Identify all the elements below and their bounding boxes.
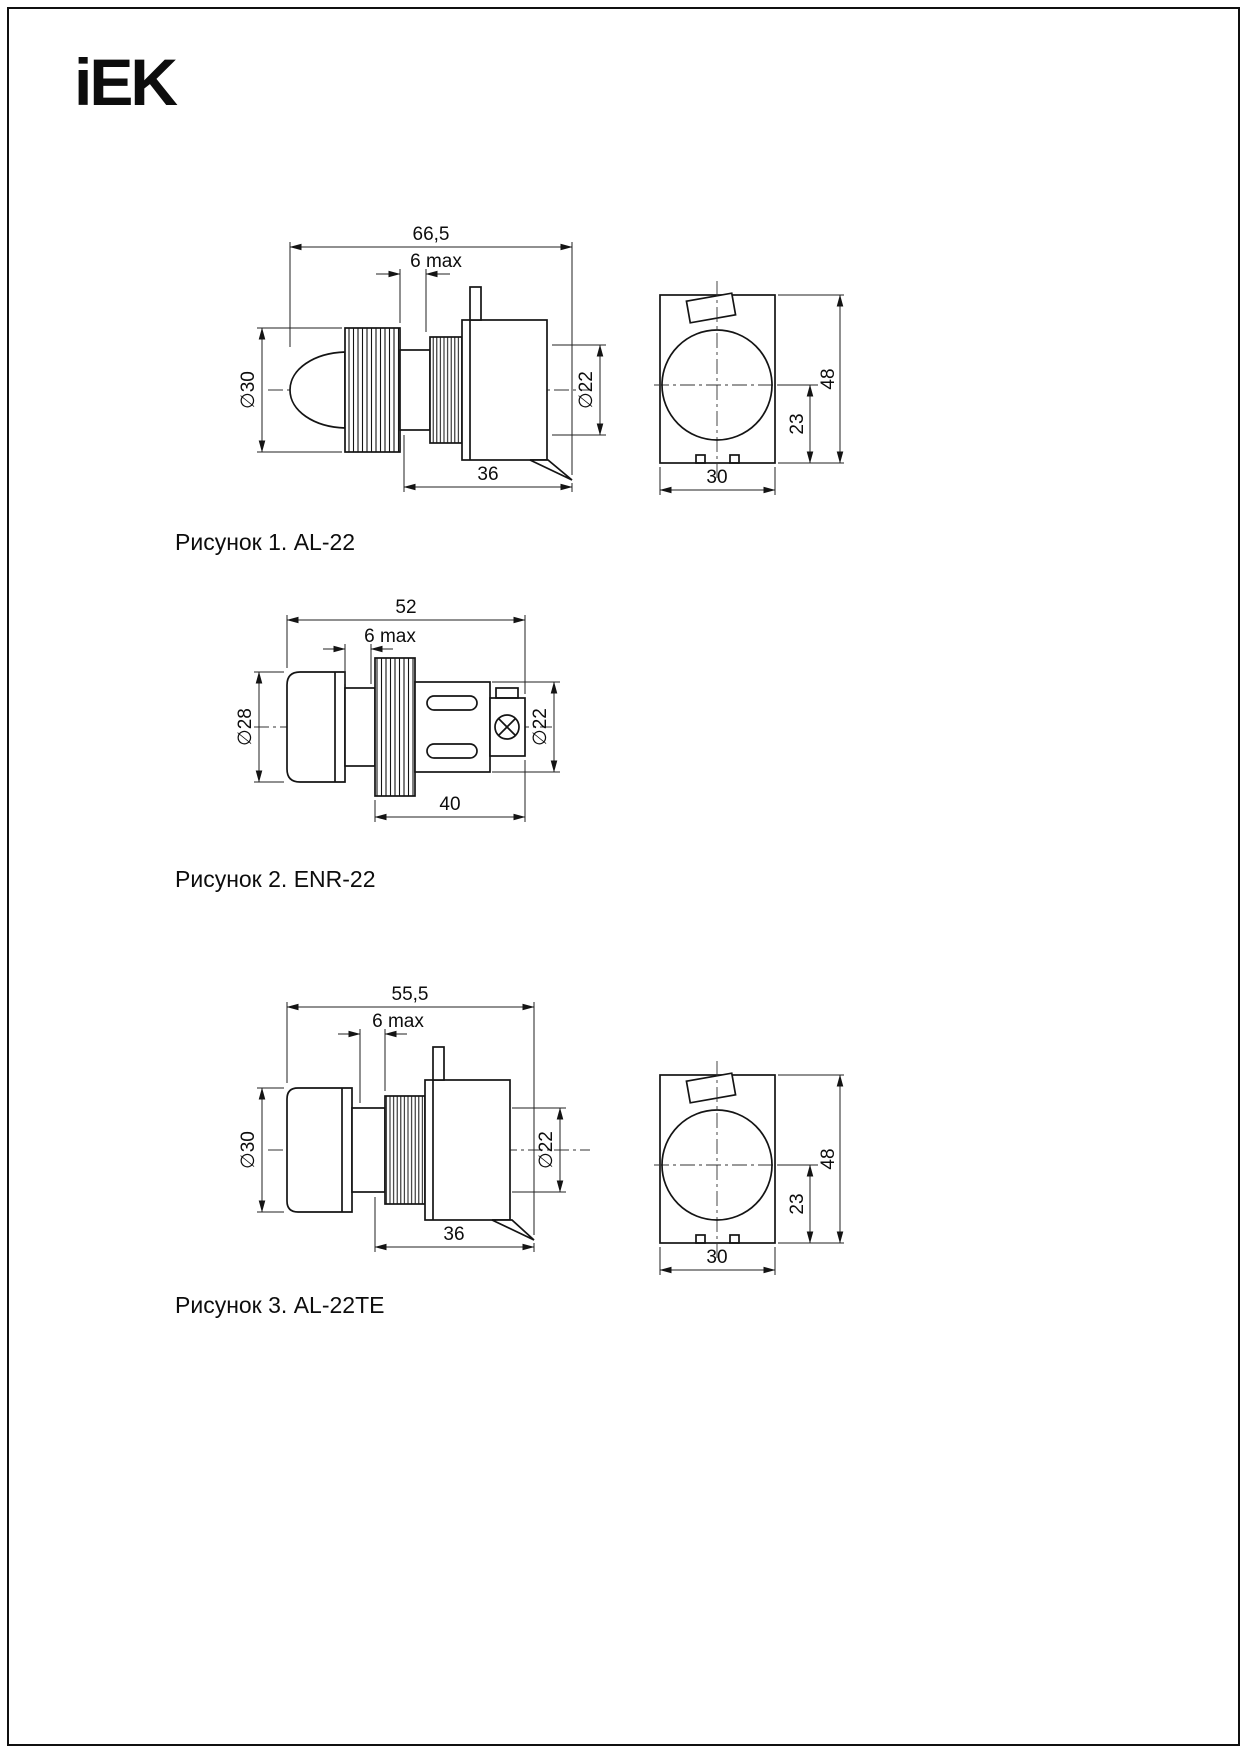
al22-side-dimensions: 66,5 6 max ∅30 ∅22 36: [238, 224, 606, 492]
key-tab: [685, 292, 737, 324]
figure1-caption: Рисунок 1. AL-22: [175, 529, 356, 555]
key-tab: [685, 1072, 737, 1104]
front-bracket: [659, 294, 776, 464]
flat-lens: [286, 1087, 353, 1213]
dim-total-width: 66,5: [413, 224, 450, 245]
knurled-bezel: [344, 327, 401, 453]
figure2-drawing: 52 6 max ∅28 ∅22 40: [235, 597, 560, 822]
dim-total-width: 55,5: [392, 984, 429, 1005]
iek-logo: iEK: [74, 45, 178, 119]
dim-mount-diameter: ∅22: [530, 708, 551, 746]
dim-front-height: 48: [818, 1148, 839, 1169]
fixing-nut: [384, 1095, 426, 1205]
lamp-body: [414, 681, 491, 773]
terminal-pin: [432, 1046, 445, 1081]
dim-panel-thickness: 6 max: [410, 251, 462, 272]
dim-mount-diameter: ∅22: [576, 371, 597, 409]
terminal-pin: [469, 286, 482, 321]
enr22-dimensions: 52 6 max ∅28 ∅22 40: [235, 597, 560, 822]
dim-panel-thickness: 6 max: [372, 1011, 424, 1032]
foot-left: [695, 454, 706, 464]
al22te-front-dimensions: 48 23 30: [659, 1074, 844, 1275]
knurled-nut: [374, 657, 416, 797]
mounting-wedge: [491, 1219, 535, 1241]
lamp-body: [461, 319, 548, 461]
enr22-side-view: [254, 657, 552, 797]
terminal-screw: [494, 714, 520, 740]
dim-body-length: 36: [443, 1224, 464, 1245]
screw-slot-2: [498, 718, 516, 736]
al22-front-dimensions: 48 23 30: [659, 294, 844, 495]
dim-body-length: 36: [477, 464, 498, 485]
panel-neck: [344, 687, 376, 767]
al22te-side-dimensions: 55,5 6 max ∅30 ∅22 36: [238, 984, 566, 1252]
dim-front-offset: 23: [787, 1193, 808, 1214]
foot-right: [729, 1234, 740, 1244]
dim-front-width: 30: [706, 1247, 727, 1268]
al22te-side-view: [268, 1046, 590, 1241]
figure3-caption: Рисунок 3. AL-22TE: [175, 1292, 385, 1318]
fixing-nut: [429, 336, 463, 444]
figure1-drawing: 66,5 6 max ∅30 ∅22 36: [238, 224, 844, 495]
foot-right: [729, 454, 740, 464]
dim-mount-diameter: ∅22: [536, 1131, 557, 1169]
dim-panel-thickness: 6 max: [364, 626, 416, 647]
dim-total-width: 52: [395, 597, 416, 618]
dome-lens: [289, 351, 346, 429]
wire-clamp: [495, 687, 519, 699]
figure2-caption: Рисунок 2. ENR-22: [175, 866, 376, 892]
dim-lens-diameter: ∅30: [238, 1131, 259, 1169]
actuator-circle: [661, 329, 773, 441]
al22-side-view: [268, 286, 590, 481]
vent-slot-top: [426, 695, 478, 711]
dim-front-offset: 23: [787, 413, 808, 434]
dim-front-width: 30: [706, 467, 727, 488]
dim-body-length: 40: [439, 794, 460, 815]
front-bracket: [659, 1074, 776, 1244]
vent-slot-bottom: [426, 743, 478, 759]
lamp-body: [424, 1079, 511, 1221]
panel-neck: [351, 1107, 386, 1193]
al22-front-view: [654, 281, 782, 479]
panel-neck: [399, 349, 431, 431]
dim-lens-diameter: ∅30: [238, 371, 259, 409]
dim-lens-diameter: ∅28: [235, 708, 256, 746]
cylindrical-lens: [286, 671, 346, 783]
al22te-front-view: 48 23 30: [654, 1061, 844, 1275]
mounting-wedge: [529, 459, 573, 481]
figure3-drawing: 55,5 6 max ∅30 ∅22 36: [238, 984, 844, 1275]
foot-left: [695, 1234, 706, 1244]
dim-front-height: 48: [818, 368, 839, 389]
actuator-circle: [661, 1109, 773, 1221]
